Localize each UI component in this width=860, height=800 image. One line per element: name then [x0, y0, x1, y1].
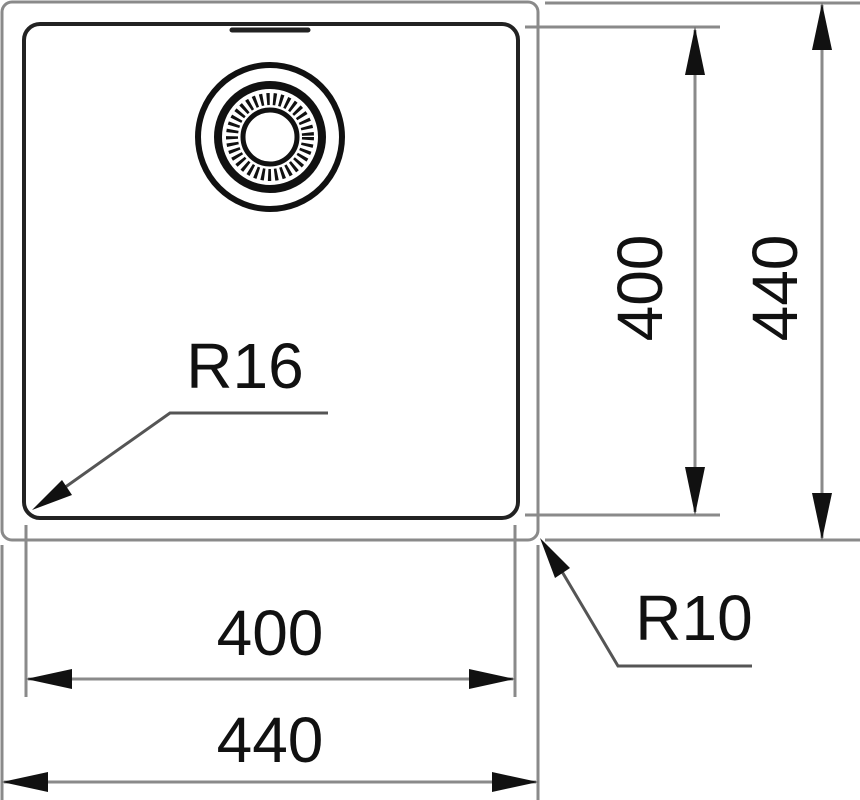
- r10-leader: [540, 538, 752, 668]
- dim-outer-height: [545, 1, 860, 542]
- dim-inner-width: [24, 525, 517, 697]
- dim-inner-height: [525, 25, 720, 517]
- drain-strainer-icon: [195, 62, 345, 212]
- dim-outer-width: [0, 545, 540, 800]
- inner-bowl: [22, 22, 520, 520]
- inner-height-label: 400: [604, 235, 676, 342]
- r16-leader: [32, 411, 328, 510]
- outer-height-label: 440: [739, 235, 811, 342]
- inner-width-label: 400: [217, 597, 324, 669]
- inner-radius-label: R16: [186, 330, 303, 402]
- outer-rim: [0, 0, 540, 542]
- outer-width-label: 440: [217, 704, 324, 776]
- outer-radius-label: R10: [635, 582, 752, 654]
